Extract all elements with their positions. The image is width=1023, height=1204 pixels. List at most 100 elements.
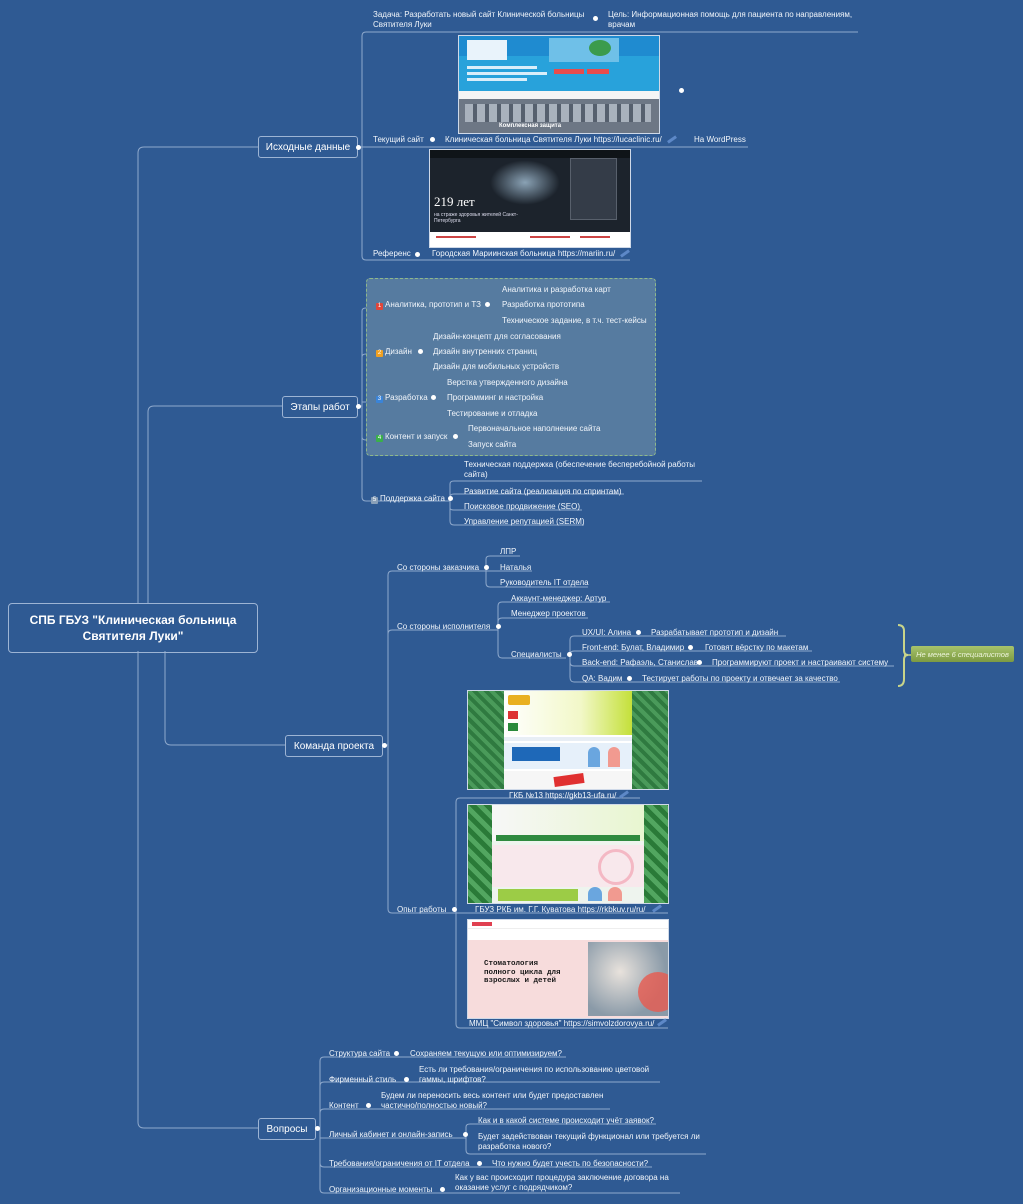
- stage-1-task[interactable]: Разработка прототипа: [502, 300, 585, 309]
- stage-2-task[interactable]: Дизайн внутренних страниц: [433, 347, 537, 356]
- vendor-member[interactable]: Аккаунт-менеджер: Артур: [511, 594, 607, 603]
- question-topic[interactable]: Контент: [329, 1101, 359, 1110]
- collapse-dot[interactable]: [440, 1187, 445, 1192]
- reference-link[interactable]: Городская Мариинская больница https://ma…: [432, 249, 616, 258]
- specialist-role[interactable]: UX/UI: Алина: [582, 628, 632, 637]
- collapse-dot[interactable]: [415, 252, 420, 257]
- experience-node[interactable]: Опыт работы: [397, 905, 447, 914]
- client-side[interactable]: Со стороны заказчика: [397, 563, 480, 572]
- specialist-duty[interactable]: Программируют проект и настраивают систе…: [712, 658, 889, 667]
- client-member[interactable]: Наталья: [500, 563, 532, 572]
- collapse-dot[interactable]: [485, 302, 490, 307]
- collapse-dot[interactable]: [496, 624, 501, 629]
- specialist-duty[interactable]: Тестирует работы по проекту и отвечает з…: [642, 674, 838, 683]
- stage-1-task[interactable]: Техническое задание, в т.ч. тест-кейсы: [502, 316, 647, 325]
- collapse-dot[interactable]: [567, 652, 572, 657]
- stage-5-task[interactable]: Поисковое продвижение (SEO): [464, 502, 581, 511]
- stage-5-task[interactable]: Техническая поддержка (обеспечение беспе…: [464, 460, 695, 479]
- reference-label[interactable]: Референс: [373, 249, 411, 258]
- collapse-dot[interactable]: [688, 645, 693, 650]
- experience-link[interactable]: ММЦ "Символ здоровья" https://simvolzdor…: [469, 1019, 655, 1028]
- stage-4-task[interactable]: Первоначальное наполнение сайта: [468, 424, 601, 433]
- stage-3-task[interactable]: Тестирование и отладка: [447, 409, 538, 418]
- vendor-member[interactable]: Менеджер проектов: [511, 609, 586, 618]
- collapse-dot[interactable]: [356, 404, 361, 409]
- question-text[interactable]: Что нужно будет учесть по безопасности?: [492, 1159, 649, 1168]
- stage-3-task[interactable]: Программинг и настройка: [447, 393, 544, 402]
- specialist-role[interactable]: Front-end: Булат, Владимир: [582, 643, 685, 652]
- current-site-label[interactable]: Текущий сайт: [373, 135, 424, 144]
- collapse-dot[interactable]: [463, 1132, 468, 1137]
- branch-source[interactable]: Исходные данные: [258, 136, 358, 158]
- client-member[interactable]: ЛПР: [500, 547, 517, 556]
- question-topic[interactable]: Организационные моменты: [329, 1185, 433, 1194]
- task-node[interactable]: Задача: Разработать новый сайт Клиническ…: [373, 10, 585, 29]
- stage-2-task[interactable]: Дизайн для мобильных устройств: [433, 362, 560, 371]
- screenshot-gkb13[interactable]: [467, 690, 669, 790]
- question-topic[interactable]: Структура сайта: [329, 1049, 391, 1058]
- question-text[interactable]: Как у вас происходит процедура заключени…: [455, 1173, 669, 1192]
- experience-link[interactable]: ГБУЗ РКБ им. Г.Г. Куватова https://rkbku…: [475, 905, 646, 914]
- collapse-dot[interactable]: [418, 349, 423, 354]
- collapse-dot[interactable]: [593, 16, 598, 21]
- question-topic[interactable]: Фирменный стиль: [329, 1075, 397, 1084]
- collapse-dot[interactable]: [452, 907, 457, 912]
- collapse-dot[interactable]: [382, 743, 387, 748]
- stage-3-task[interactable]: Верстка утвержденного дизайна: [447, 378, 568, 387]
- screenshot-mariin[interactable]: 219 лет на страже здоровья жителей Санкт…: [429, 149, 631, 248]
- stage-2-task[interactable]: Дизайн-концепт для согласования: [433, 332, 561, 341]
- collapse-dot[interactable]: [453, 434, 458, 439]
- question-text[interactable]: Будет задействован текущий функционал ил…: [478, 1132, 700, 1151]
- question-topic[interactable]: Требования/ограничения от IT отдела: [329, 1159, 470, 1168]
- current-site-link[interactable]: Клиническая больница Святителя Луки http…: [445, 135, 662, 144]
- collapse-dot[interactable]: [484, 565, 489, 570]
- collapse-dot[interactable]: [448, 496, 453, 501]
- collapse-dot[interactable]: [394, 1051, 399, 1056]
- stage-5-task[interactable]: Управление репутацией (SERM): [464, 517, 585, 526]
- collapse-dot[interactable]: [430, 137, 435, 142]
- screenshot-rkbkuv[interactable]: [467, 804, 669, 904]
- specialists-callout[interactable]: Не менее 6 специалистов: [911, 646, 1014, 662]
- screenshot-simvol[interactable]: Стоматология полного цикла для взрослых …: [467, 919, 669, 1019]
- collapse-dot[interactable]: [697, 660, 702, 665]
- client-member[interactable]: Руководитель IT отдела: [500, 578, 589, 587]
- specialist-duty[interactable]: Готовят вёрстку по макетам: [705, 643, 809, 652]
- collapse-dot[interactable]: [315, 1126, 320, 1131]
- collapse-dot[interactable]: [356, 145, 361, 150]
- collapse-dot[interactable]: [477, 1161, 482, 1166]
- goal-node[interactable]: Цель: Информационная помощь для пациента…: [608, 10, 853, 29]
- collapse-dot[interactable]: [366, 1103, 371, 1108]
- specialist-role[interactable]: Back-end: Рафаэль, Станислав: [582, 658, 699, 667]
- collapse-dot[interactable]: [679, 88, 684, 93]
- question-text[interactable]: Как и в какой системе происходит учёт за…: [478, 1116, 654, 1125]
- stage-5-task[interactable]: Развитие сайта (реализация по спринтам): [464, 487, 622, 496]
- current-site-platform[interactable]: На WordPress: [694, 135, 746, 144]
- question-topic[interactable]: Личный кабинет и онлайн-запись: [329, 1130, 453, 1139]
- experience-link[interactable]: ГКБ №13 https://gkb13-ufa.ru/: [509, 791, 617, 800]
- collapse-dot[interactable]: [636, 630, 641, 635]
- question-text[interactable]: Есть ли требования/ограничения по исполь…: [419, 1065, 650, 1084]
- question-text[interactable]: Сохраняем текущую или оптимизируем?: [410, 1049, 562, 1058]
- vendor-side[interactable]: Со стороны исполнителя: [397, 622, 491, 631]
- question-text[interactable]: Будем ли переносить весь контент или буд…: [381, 1091, 604, 1110]
- collapse-dot[interactable]: [431, 395, 436, 400]
- collapse-dot[interactable]: [404, 1077, 409, 1082]
- branch-stages[interactable]: Этапы работ: [282, 396, 358, 418]
- stage-4-task[interactable]: Запуск сайта: [468, 440, 517, 449]
- specialists-node[interactable]: Специалисты: [511, 650, 562, 659]
- branch-questions[interactable]: Вопросы: [258, 1118, 316, 1140]
- branch-source-label: Исходные данные: [265, 141, 351, 153]
- collapse-dot[interactable]: [627, 676, 632, 681]
- screenshot-lucaclinic[interactable]: Комплексная защита: [458, 35, 660, 134]
- specialist-duty[interactable]: Разрабатывает прототип и дизайн: [651, 628, 779, 637]
- specialist-role[interactable]: QA: Вадим: [582, 674, 623, 683]
- branch-team[interactable]: Команда проекта: [285, 735, 383, 757]
- root-topic[interactable]: СПБ ГБУЗ "Клиническая больница Святителя…: [8, 603, 258, 653]
- stage-1-task[interactable]: Аналитика и разработка карт: [502, 285, 611, 294]
